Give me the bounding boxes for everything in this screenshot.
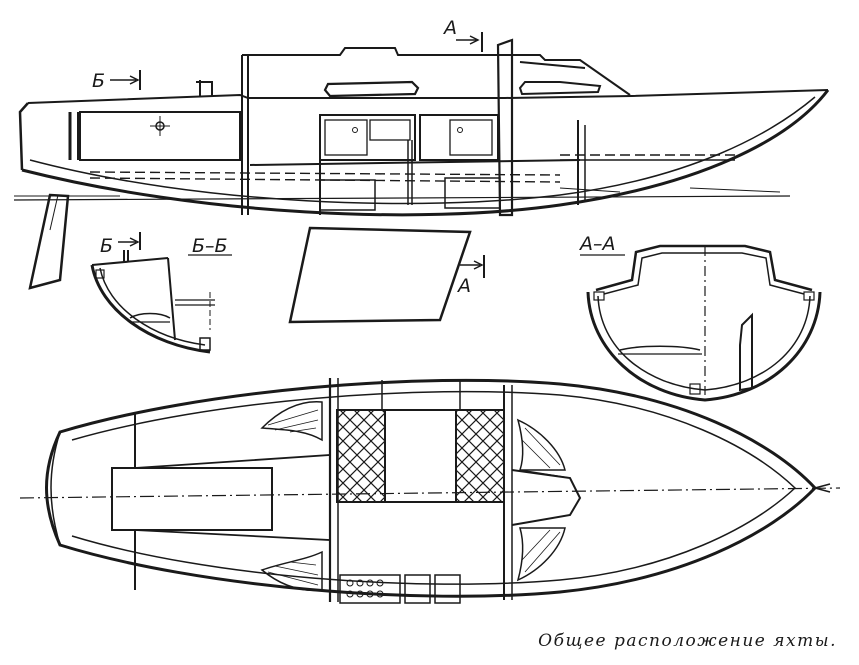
marker-b-section: Б	[100, 235, 113, 257]
hull-sheer-line	[27, 89, 829, 104]
section-bb-view	[90, 232, 232, 354]
waterline	[13, 195, 791, 201]
cabin-trunk	[241, 55, 249, 215]
section-aa-title: А–А	[578, 233, 616, 255]
berth-hatched-left	[336, 409, 386, 503]
galley-plan	[339, 574, 401, 604]
cockpit-well	[111, 467, 273, 531]
cushion-bottom-right	[516, 527, 566, 582]
section-aa-view	[586, 244, 822, 402]
cabin-floor-dash	[89, 171, 561, 176]
section-bb-title: Б–Б	[192, 235, 228, 257]
plan-hull-outline	[45, 378, 818, 598]
cabin-window-fwd	[518, 81, 602, 96]
cushion-top-left	[260, 401, 323, 442]
section-labels: Б А Б Б–Б А А–А	[92, 17, 616, 297]
main-hatch	[384, 409, 457, 503]
section-bb-hull	[90, 264, 211, 354]
cabin-window	[323, 80, 420, 98]
section-aa-hull	[586, 291, 822, 402]
cockpit-locker	[79, 111, 241, 161]
marker-a-keel: А	[456, 275, 471, 297]
plan-centerline	[19, 487, 841, 499]
berth-hatched-right	[455, 409, 505, 503]
hull-inner-curve	[29, 96, 816, 205]
cushion-bottom-left	[260, 550, 323, 592]
keel	[288, 226, 472, 324]
transom	[18, 102, 29, 171]
marker-b-top: Б	[92, 70, 105, 92]
drawing-caption: Общее расположение яхты.	[538, 631, 837, 651]
cushion-top-right	[516, 418, 566, 471]
marker-a-top: А	[442, 17, 457, 39]
plan-view	[19, 378, 841, 604]
side-profile-view	[13, 32, 830, 324]
section-aa-cabin	[595, 244, 813, 292]
mast	[496, 38, 514, 217]
rudder	[28, 193, 70, 290]
